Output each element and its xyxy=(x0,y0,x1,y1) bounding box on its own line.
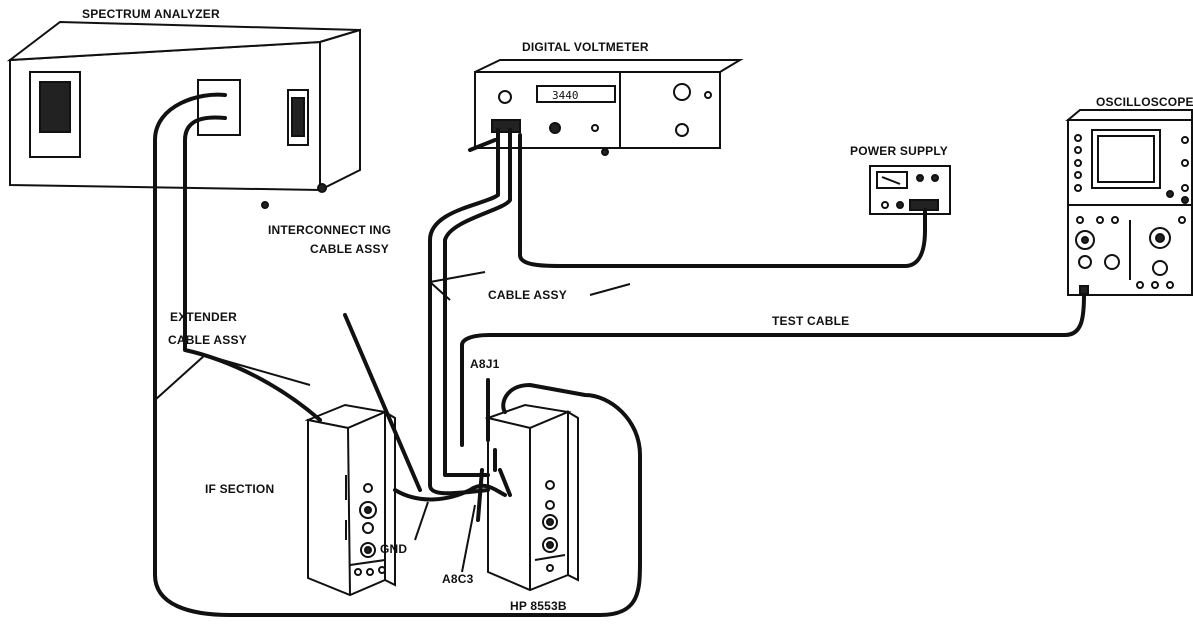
power-supply xyxy=(870,166,950,214)
spectrum-analyzer-label: SPECTRUM ANALYZER xyxy=(82,7,220,21)
extender-label-line2: CABLE ASSY xyxy=(168,333,247,347)
oscilloscope-label: OSCILLOSCOPE xyxy=(1096,95,1193,109)
hp-8553b xyxy=(488,405,578,590)
oscilloscope xyxy=(1068,110,1192,295)
a8j1-label: A8J1 xyxy=(470,357,500,371)
hp-8553b-label: HP 8553B xyxy=(510,599,567,613)
power-supply-label: POWER SUPPLY xyxy=(850,144,948,158)
dvm-display-text: 3440 xyxy=(552,89,579,102)
test-cable-label: TEST CABLE xyxy=(772,314,849,328)
gnd-label: GND xyxy=(380,542,407,556)
extender-label-line1: EXTENDER xyxy=(170,310,237,324)
if-section-label: IF SECTION xyxy=(205,482,274,496)
interconnecting-label-line2: CABLE ASSY xyxy=(310,242,389,256)
cable-assy-label: CABLE ASSY xyxy=(488,288,567,302)
a8c3-label: A8C3 xyxy=(442,572,473,586)
interconnecting-label-line1: INTERCONNECT ING xyxy=(268,223,391,237)
digital-voltmeter xyxy=(475,60,740,155)
if-section xyxy=(308,405,395,595)
digital-voltmeter-label: DIGITAL VOLTMETER xyxy=(522,40,649,54)
